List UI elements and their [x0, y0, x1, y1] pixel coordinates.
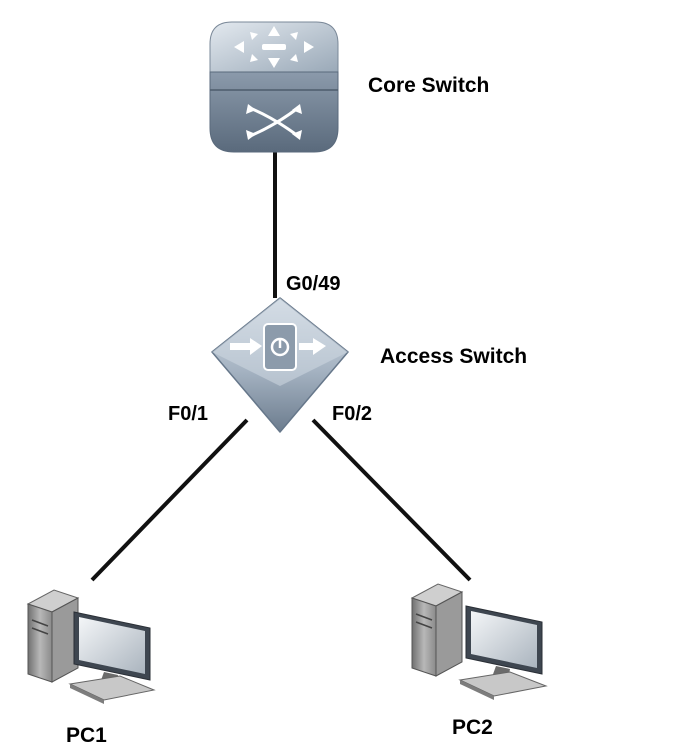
- access-switch-label: Access Switch: [380, 345, 527, 368]
- core-switch-icon[interactable]: [209, 21, 339, 153]
- access-switch-icon[interactable]: [211, 297, 349, 433]
- pc2-icon[interactable]: [410, 583, 548, 700]
- link-access-to-pc2: [311, 418, 472, 582]
- pc2-label: PC2: [452, 716, 493, 739]
- port-label-uplink: G0/49: [286, 273, 340, 295]
- core-switch-arrows-icon: [234, 26, 314, 68]
- pc1-label: PC1: [66, 724, 107, 747]
- port-label-pc2: F0/2: [332, 403, 372, 425]
- links: [90, 152, 472, 582]
- port-label-pc1: F0/1: [168, 403, 208, 425]
- access-switch-arrows-icon: [230, 338, 326, 355]
- core-switch-label: Core Switch: [368, 74, 489, 97]
- pc1-icon[interactable]: [26, 589, 156, 704]
- link-access-to-pc1: [90, 418, 249, 582]
